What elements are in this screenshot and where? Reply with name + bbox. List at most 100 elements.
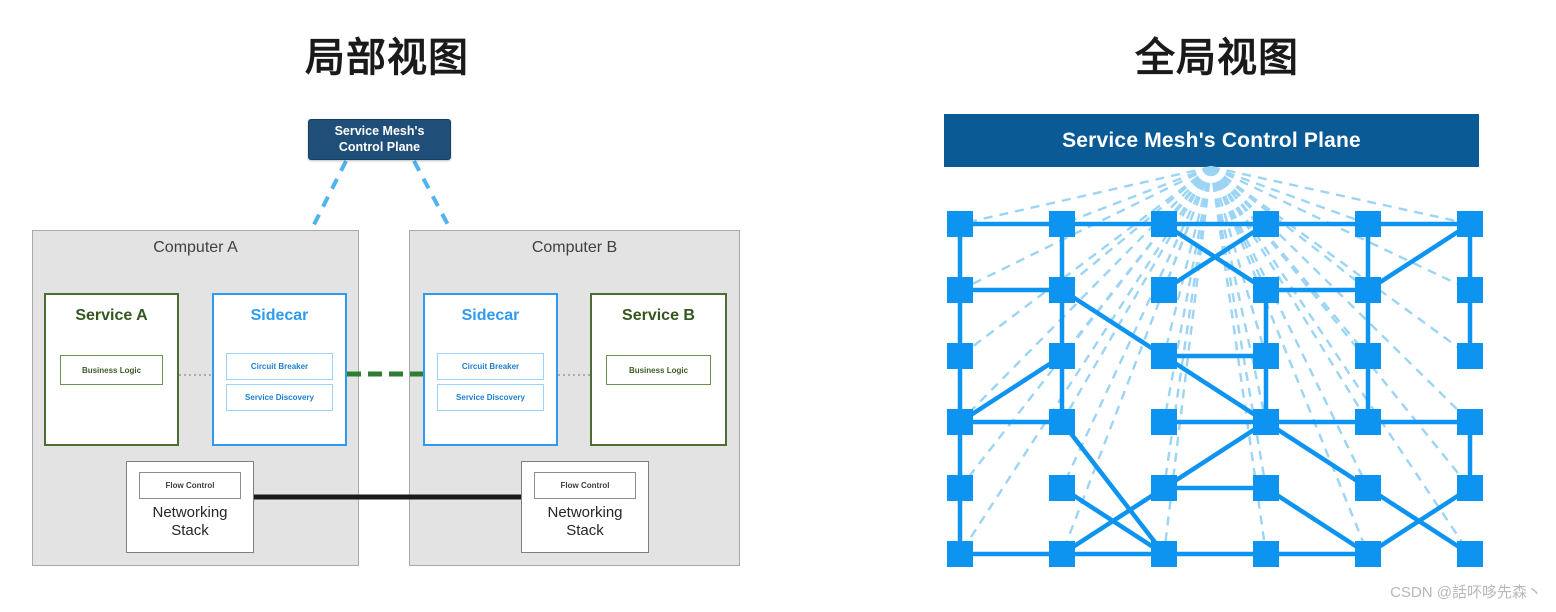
mesh-node[interactable] — [1253, 343, 1279, 369]
global-view-title: 全局视图 — [1135, 36, 1299, 80]
mesh-node[interactable] — [1049, 409, 1075, 435]
mesh-dashed-link — [1209, 166, 1370, 555]
sidecar-a-title: Sidecar — [250, 307, 309, 324]
mesh-node[interactable] — [1151, 211, 1177, 237]
mesh-nodes — [947, 211, 1483, 567]
netstack-a-line1: Networking — [152, 504, 228, 521]
control-plane-line2: Control Plane — [338, 139, 421, 154]
global-view-panel: 全局视图 Service Mesh's Control Plane — [790, 0, 1556, 612]
flow-control-b: Flow Control — [534, 472, 636, 499]
mesh-node[interactable] — [1253, 475, 1279, 501]
mesh-solid-link — [1162, 420, 1268, 490]
mesh-solid-links — [957, 221, 1473, 557]
mesh-dashed-link — [1060, 166, 1213, 423]
mesh-node[interactable] — [1355, 475, 1381, 501]
mesh-dashed-link — [959, 166, 1212, 357]
sidecar-b-circuit-breaker: Circuit Breaker — [437, 353, 544, 380]
computer-a-label: Computer A — [153, 239, 238, 256]
sidecar-b-title: Sidecar — [461, 307, 520, 324]
mesh-node[interactable] — [1253, 409, 1279, 435]
mesh-dashed-link — [1061, 165, 1212, 226]
mesh-node[interactable] — [1457, 211, 1483, 237]
mesh-node[interactable] — [1355, 409, 1381, 435]
mesh-node[interactable] — [1151, 475, 1177, 501]
mesh-node[interactable] — [1151, 277, 1177, 303]
netstack-b-line2: Stack — [566, 521, 604, 539]
mesh-node[interactable] — [947, 343, 973, 369]
local-view-panel: 局部视图 Service Mesh's Control Plane Comput… — [32, 38, 740, 566]
mesh-dashed-links — [958, 165, 1471, 555]
mesh-dashed-link — [1209, 166, 1268, 357]
service-mesh-graph — [947, 165, 1483, 567]
mesh-dashed-link — [1209, 166, 1268, 489]
mesh-node[interactable] — [1457, 475, 1483, 501]
networking-stack-a-label: Networking Stack — [127, 504, 253, 539]
mesh-solid-link — [1060, 486, 1166, 556]
mesh-solid-link — [1162, 222, 1268, 292]
mesh-node[interactable] — [1355, 343, 1381, 369]
mesh-node[interactable] — [1049, 541, 1075, 567]
mesh-node[interactable] — [1049, 211, 1075, 237]
mesh-dashed-link — [1209, 166, 1370, 489]
mesh-dashed-link — [1162, 166, 1213, 423]
mesh-solid-link — [1366, 222, 1472, 292]
mesh-solid-link — [958, 354, 1064, 424]
mesh-node[interactable] — [1151, 343, 1177, 369]
mesh-solid-link — [1366, 486, 1472, 556]
mesh-solid-link — [1060, 420, 1166, 556]
networking-stack-b-label: Networking Stack — [522, 504, 648, 539]
netstack-b-line1: Networking — [547, 504, 623, 521]
control-plane-line1: Service Mesh's — [334, 123, 425, 138]
service-a-business-logic: Business Logic — [60, 355, 163, 385]
mesh-node[interactable] — [1049, 343, 1075, 369]
mesh-dashed-link — [958, 166, 1213, 555]
mesh-node[interactable] — [1457, 277, 1483, 303]
watermark-text: CSDN @話吥哆先森丶 — [1390, 584, 1542, 601]
mesh-dashed-link — [1061, 166, 1212, 291]
flow-control-a: Flow Control — [139, 472, 241, 499]
service-a-box[interactable]: Service A Business Logic — [44, 293, 179, 446]
networking-stack-a-box[interactable]: Flow Control Networking Stack — [126, 461, 254, 553]
mesh-node[interactable] — [1049, 475, 1075, 501]
mesh-node[interactable] — [1457, 343, 1483, 369]
service-b-box[interactable]: Service B Business Logic — [590, 293, 727, 446]
control-plane-box-local[interactable]: Service Mesh's Control Plane — [308, 119, 451, 160]
service-a-title: Service A — [75, 307, 148, 324]
sidecar-a-circuit-breaker: Circuit Breaker — [226, 353, 333, 380]
sidecar-a-service-discovery: Service Discovery — [226, 384, 333, 411]
mesh-dashed-link — [1060, 166, 1213, 555]
mesh-node[interactable] — [1151, 409, 1177, 435]
mesh-dashed-link — [1210, 165, 1471, 226]
sidecar-a-box[interactable]: Sidecar Circuit Breaker Service Discover… — [212, 293, 347, 446]
mesh-dashed-link — [1060, 166, 1213, 489]
mesh-node[interactable] — [1355, 211, 1381, 237]
mesh-node[interactable] — [1049, 277, 1075, 303]
mesh-solid-link — [1162, 354, 1268, 424]
mesh-node[interactable] — [1355, 277, 1381, 303]
mesh-dashed-link — [1210, 166, 1471, 555]
mesh-node[interactable] — [1253, 541, 1279, 567]
networking-stack-b-box[interactable]: Flow Control Networking Stack — [521, 461, 649, 553]
service-b-title: Service B — [622, 307, 695, 324]
mesh-node[interactable] — [1151, 541, 1177, 567]
mesh-dashed-link — [1162, 166, 1213, 357]
mesh-node[interactable] — [947, 211, 973, 237]
service-b-business-logic: Business Logic — [606, 355, 711, 385]
mesh-solid-link — [1264, 420, 1370, 490]
mesh-solid-link — [1060, 288, 1166, 358]
mesh-node[interactable] — [947, 277, 973, 303]
control-plane-banner-label: Service Mesh's Control Plane — [1062, 128, 1361, 152]
mesh-node[interactable] — [947, 541, 973, 567]
mesh-node[interactable] — [1457, 541, 1483, 567]
mesh-node[interactable] — [1253, 211, 1279, 237]
mesh-dashed-link — [1210, 166, 1471, 357]
mesh-node[interactable] — [1457, 409, 1483, 435]
mesh-node[interactable] — [1355, 541, 1381, 567]
mesh-node[interactable] — [947, 409, 973, 435]
netstack-a-line2: Stack — [171, 521, 209, 539]
mesh-node[interactable] — [1253, 277, 1279, 303]
sidecar-b-box[interactable]: Sidecar Circuit Breaker Service Discover… — [423, 293, 558, 446]
mesh-node[interactable] — [947, 475, 973, 501]
control-plane-banner-global[interactable]: Service Mesh's Control Plane — [944, 114, 1479, 167]
